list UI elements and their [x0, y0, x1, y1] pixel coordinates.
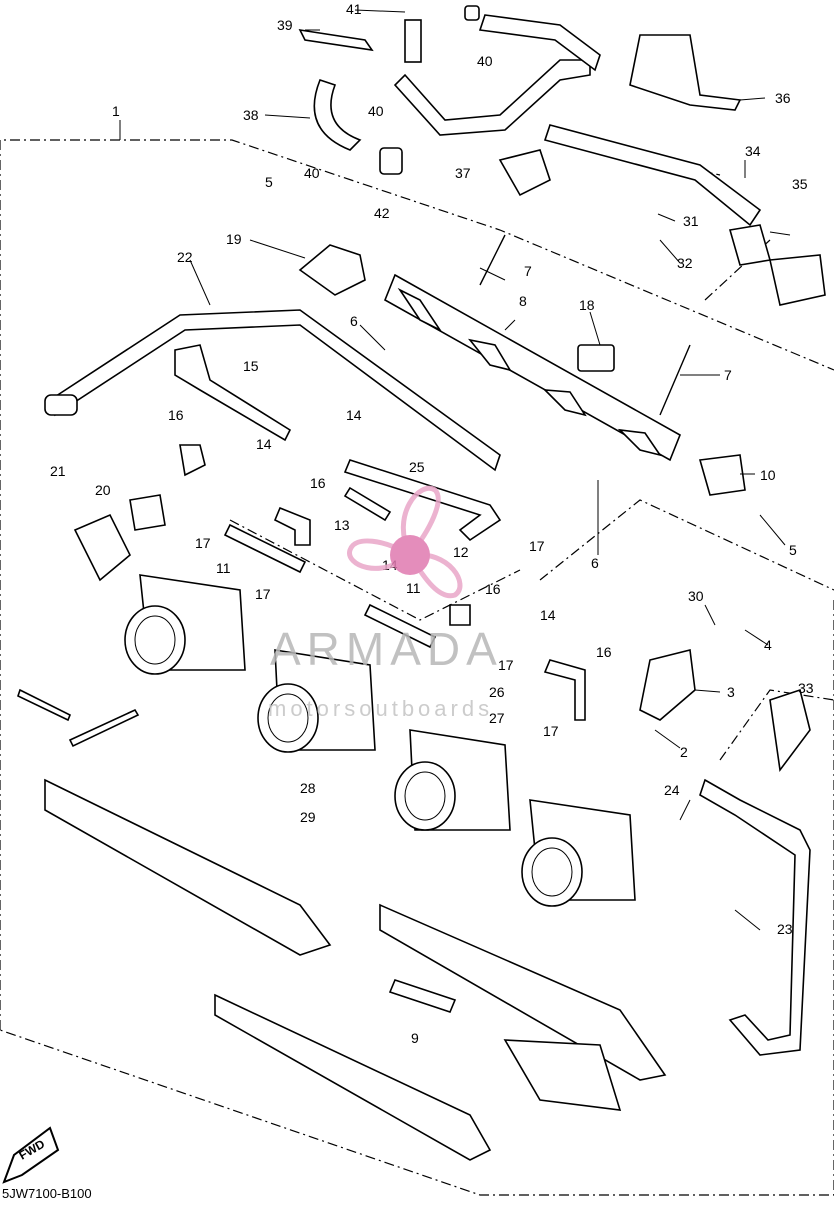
callout-19: 19	[226, 231, 242, 247]
callout-32: 32	[677, 255, 693, 271]
callout-21: 21	[50, 463, 66, 479]
watermark: ARMADA motorsoutboards	[268, 485, 503, 721]
callout-6-b: 6	[591, 555, 599, 571]
callout-14-d: 14	[540, 607, 556, 623]
callout-11-a: 11	[216, 560, 231, 576]
callout-31: 31	[683, 213, 699, 229]
callout-42: 42	[374, 205, 390, 221]
callout-22: 22	[177, 249, 193, 265]
callout-7-a: 7	[524, 263, 532, 279]
callout-24: 24	[664, 782, 680, 798]
hose-and-wiring	[44, 309, 501, 472]
callout-12: 12	[453, 544, 469, 560]
callout-13: 13	[334, 517, 350, 533]
callout-40-b: 40	[368, 103, 384, 119]
callout-5-a: 5	[265, 174, 273, 190]
callout-2: 2	[680, 744, 688, 760]
hose-assembly-right	[498, 34, 826, 306]
throttle-body-4	[521, 799, 636, 907]
callout-3: 3	[727, 684, 735, 700]
callout-17-b: 17	[255, 586, 271, 602]
callout-6-a: 6	[350, 313, 358, 329]
callout-41: 41	[346, 1, 362, 17]
callout-labels: 1 2 3 4 5 5 6 6 7 7 8 9 10 11 11 12 13 1…	[50, 1, 814, 1046]
callout-33: 33	[798, 680, 814, 696]
watermark-logo	[347, 485, 463, 599]
callout-38: 38	[243, 107, 259, 123]
callout-30: 30	[688, 588, 704, 604]
callout-17-a: 17	[195, 535, 211, 551]
callout-17-d: 17	[498, 657, 514, 673]
small-hoses	[179, 444, 586, 721]
callout-16-a: 16	[168, 407, 184, 423]
callout-11-b: 11	[406, 580, 421, 596]
callout-27: 27	[489, 710, 505, 726]
callout-10: 10	[760, 467, 776, 483]
callout-17-e: 17	[543, 723, 559, 739]
callout-37: 37	[455, 165, 471, 181]
callout-17-c: 17	[529, 538, 545, 554]
throttle-body-3	[394, 729, 511, 831]
callout-9: 9	[411, 1030, 419, 1046]
brackets	[17, 688, 811, 1161]
callout-29: 29	[300, 809, 316, 825]
watermark-tagline: motorsoutboards	[268, 696, 493, 721]
callout-7-b: 7	[724, 367, 732, 383]
fuel-rail	[298, 234, 746, 496]
callout-18: 18	[579, 297, 595, 313]
callout-25: 25	[409, 459, 425, 475]
leader-lines	[119, 9, 791, 931]
callout-5-b: 5	[789, 542, 797, 558]
callout-39: 39	[277, 17, 293, 33]
callout-15: 15	[243, 358, 259, 374]
callout-35: 35	[792, 176, 808, 192]
throttle-body-1	[124, 574, 246, 675]
callout-36: 36	[775, 90, 791, 106]
callout-20: 20	[95, 482, 111, 498]
sensors	[73, 494, 696, 721]
cable-and-spring	[388, 778, 811, 1056]
callout-14-b: 14	[346, 407, 362, 423]
drawing-code: 5JW7100-B100	[2, 1186, 92, 1201]
callout-23: 23	[777, 921, 793, 937]
callout-40-a: 40	[477, 53, 493, 69]
callout-16-c: 16	[485, 581, 501, 597]
callout-40-c: 40	[304, 165, 320, 181]
callout-1: 1	[112, 103, 120, 119]
callout-28: 28	[300, 780, 316, 796]
throttle-body-2	[257, 649, 376, 753]
watermark-brand: ARMADA	[270, 623, 503, 675]
callout-16-d: 16	[596, 644, 612, 660]
callout-26: 26	[489, 684, 505, 700]
callout-14-a: 14	[256, 436, 272, 452]
callout-8: 8	[519, 293, 527, 309]
callout-4: 4	[764, 637, 772, 653]
callout-16-b: 16	[310, 475, 326, 491]
hose-assembly-top	[298, 5, 601, 175]
callout-34: 34	[745, 143, 761, 159]
fwd-arrow: FWD	[2, 1126, 60, 1184]
